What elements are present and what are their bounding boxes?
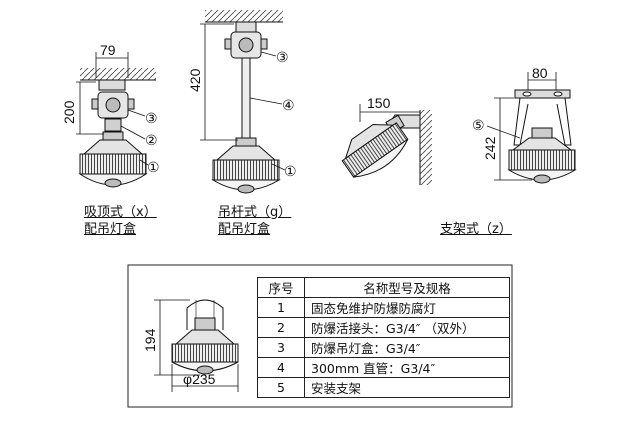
callout-3-ceiling: ③ (145, 110, 158, 126)
row-no: 4 (257, 357, 305, 378)
row-no: 2 (257, 317, 305, 338)
bracket-plate (514, 89, 571, 99)
caption-bracket: 支架式（z） (440, 222, 512, 237)
dim-bracket-plate: 80 (532, 65, 548, 81)
row-desc: 固态免维护防爆防腐灯 (304, 297, 510, 318)
dim-lamp-height: 194 (142, 328, 158, 352)
dim-lamp-diameter: φ235 (183, 371, 216, 387)
table-row: 1 固态免维护防爆防腐灯 (257, 297, 510, 318)
dim-bracket-length: 150 (367, 95, 391, 111)
wall-hatch (420, 110, 432, 185)
ceiling-hatch-pendant (205, 10, 283, 22)
lamp-fins (79, 153, 147, 175)
row-no: 1 (257, 297, 305, 318)
table-row: 2 防爆活接头：G3/4″ （双外） (257, 317, 510, 338)
row-no: 3 (257, 337, 305, 358)
row-desc: 300mm 直管：G3/4″ (304, 357, 510, 378)
row-no: 5 (257, 377, 305, 398)
table-lamp-drawing: 194 φ235 (127, 264, 513, 408)
union-fitting (104, 118, 122, 132)
header-no: 序号 (257, 277, 305, 298)
callout-4: ④ (282, 97, 295, 113)
row-desc: 防爆吊灯盒：G3/4″ (304, 337, 510, 358)
row-desc: 防爆活接头：G3/4″ （双外） (304, 317, 510, 338)
header-desc: 名称型号及规格 (304, 277, 510, 298)
caption-pendant-line1: 吊杆式（g） (218, 205, 292, 220)
caption-pendant-line2: 配吊灯盒 (218, 222, 271, 237)
callout-1-pendant: ① (284, 163, 297, 179)
callout-2: ② (145, 132, 158, 148)
bracket-side-drawing: 150 (341, 95, 432, 185)
row-desc: 安装支架 (304, 377, 510, 398)
table-row: 4 300mm 直管：G3/4″ (257, 357, 510, 378)
caption-ceiling-line1: 吸顶式（x） (84, 205, 157, 220)
ceiling-mount-drawing: 79 200 ③ ② ① (61, 42, 160, 188)
parts-table: 序号 名称型号及规格 1 固态免维护防爆防腐灯 2 防爆活接头：G3/4″ （双… (257, 277, 510, 398)
pendant-mount-drawing: 420 ③ ④ ① (187, 10, 297, 194)
dim-pendant-height: 420 (187, 68, 203, 92)
ceiling-hatch (80, 68, 156, 80)
callout-1: ① (147, 159, 160, 175)
dim-ceiling-width: 79 (100, 42, 116, 58)
table-row: 3 防爆吊灯盒：G3/4″ (257, 337, 510, 358)
parts-table-header: 序号 名称型号及规格 (257, 277, 510, 298)
dim-ceiling-height: 200 (61, 100, 77, 124)
callout-3-pendant: ③ (276, 49, 289, 65)
straight-pipe (241, 57, 251, 139)
dim-bracket-height: 242 (482, 136, 498, 160)
callout-5: ⑤ (472, 117, 485, 133)
table-row: 5 安装支架 (257, 377, 510, 398)
bracket-front-drawing: 80 242 ⑤ (472, 65, 577, 184)
caption-ceiling-line2: 配吊灯盒 (84, 222, 137, 237)
